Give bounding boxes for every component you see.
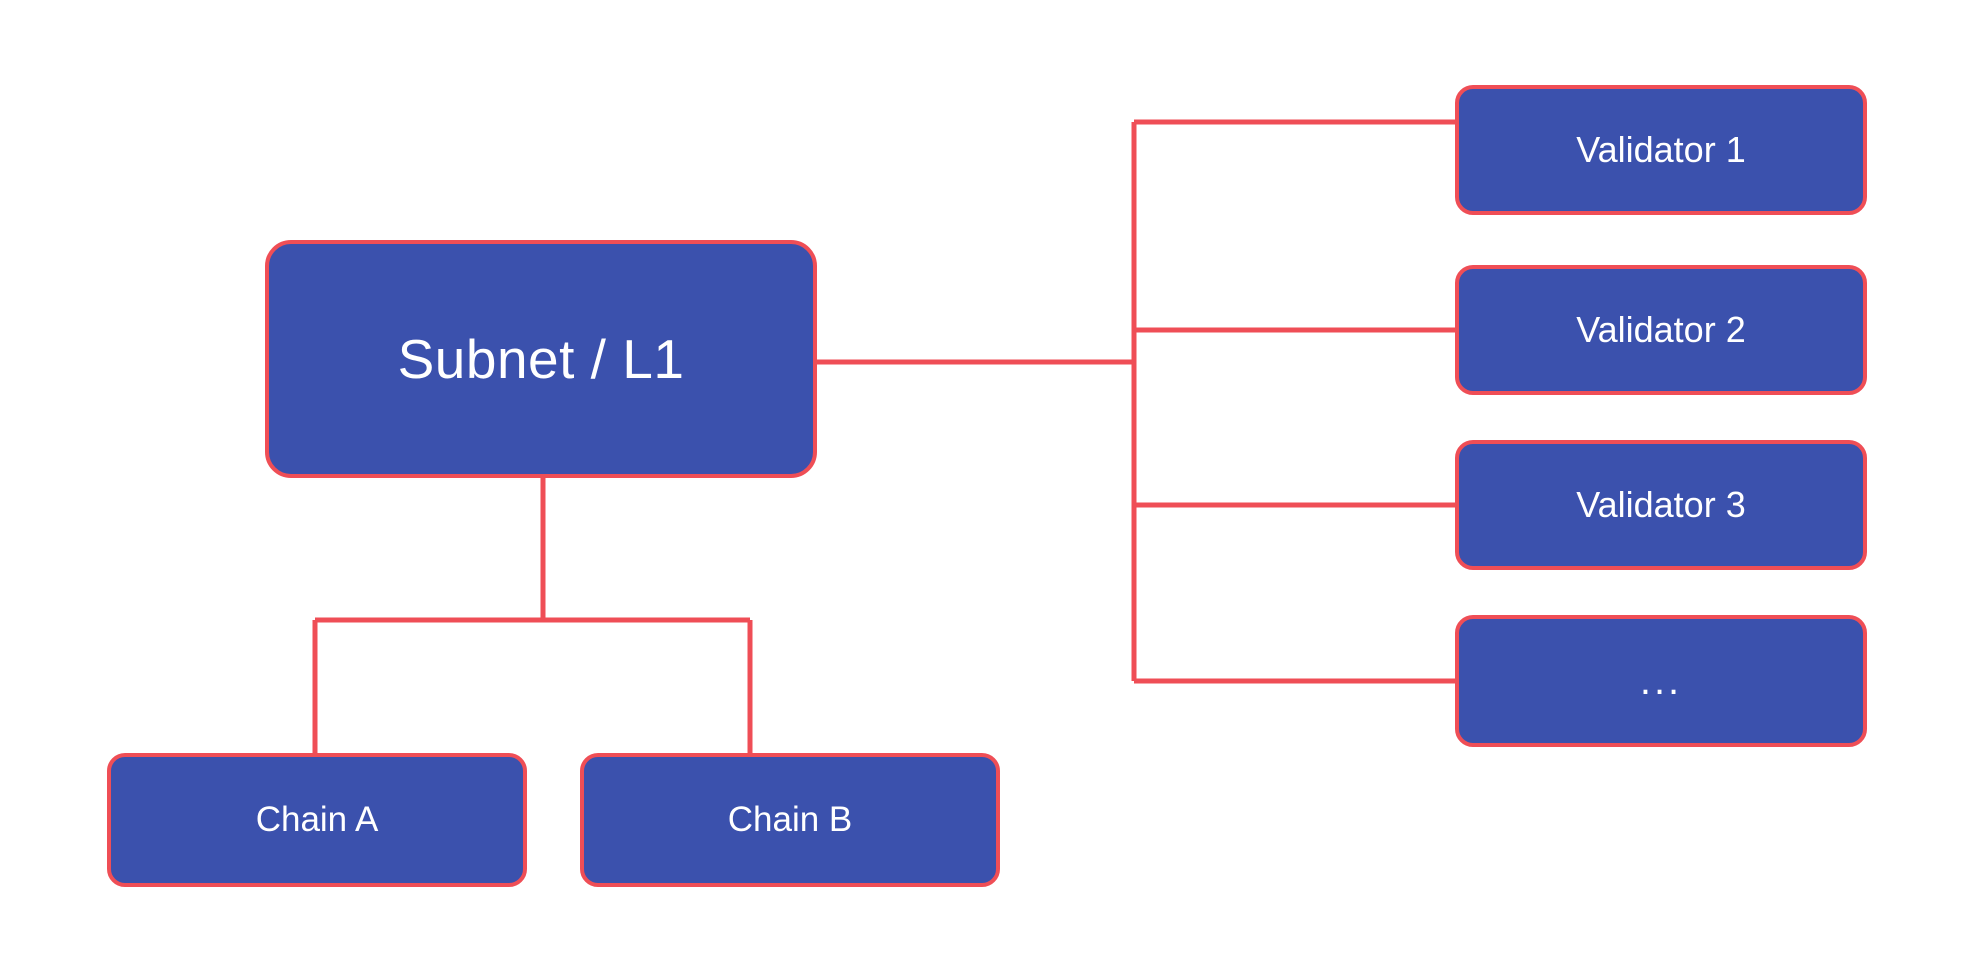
node-chain-b[interactable]: Chain B [580,753,1000,887]
node-validator-2[interactable]: Validator 2 [1455,265,1867,395]
node-validator-ellipsis[interactable]: ... [1455,615,1867,747]
node-subnet-l1[interactable]: Subnet / L1 [265,240,817,478]
node-chain-b-label: Chain B [727,799,853,839]
node-validator-ellipsis-label: ... [1639,659,1683,703]
node-chain-a-label: Chain A [255,799,379,839]
node-validator-1-label: Validator 1 [1576,129,1746,171]
node-subnet-l1-label: Subnet / L1 [397,327,685,390]
node-chain-a[interactable]: Chain A [107,753,527,887]
node-validator-3[interactable]: Validator 3 [1455,440,1867,570]
node-validator-3-label: Validator 3 [1576,484,1746,526]
node-validator-2-label: Validator 2 [1576,309,1746,351]
node-validator-1[interactable]: Validator 1 [1455,85,1867,215]
